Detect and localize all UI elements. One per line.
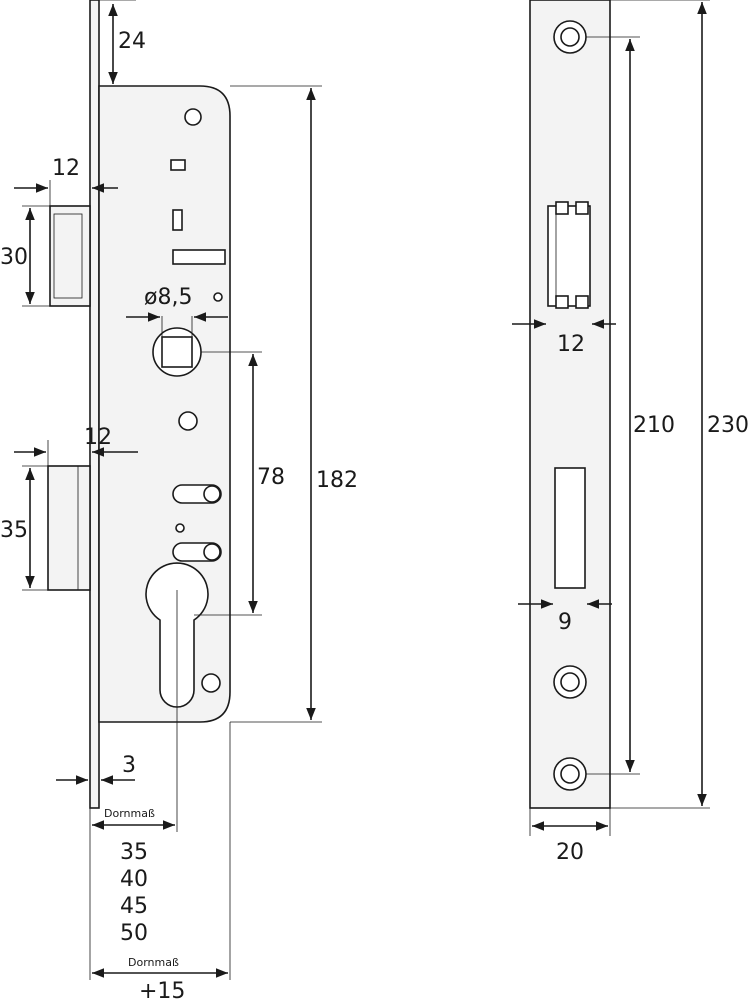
dim-230: 230 [707, 413, 749, 438]
dim-spindle-diameter: ø8,5 [144, 285, 192, 310]
dim-3: 3 [122, 753, 136, 778]
latch-bolt [49, 205, 91, 307]
strike-latch-opening [547, 205, 591, 307]
latch-bolt-inner [53, 213, 83, 299]
case-hole-bottom [201, 673, 221, 693]
dim-strike-12: 12 [557, 332, 585, 357]
backset-value-45: 45 [120, 894, 148, 919]
dim-latch-12: 12 [52, 156, 80, 181]
case-pin-small [213, 292, 223, 302]
spindle-square [161, 336, 193, 368]
dim-bolt-12: 12 [84, 425, 112, 450]
strike-plate-view: 12 9 210 230 20 [512, 0, 749, 865]
dead-bolt [47, 465, 91, 591]
dim-30: 30 [0, 245, 28, 270]
strike-latch-tab-top [555, 201, 569, 215]
backset-plus-value: +15 [139, 979, 185, 1000]
backset-value-35: 35 [120, 840, 148, 865]
strike-screw-bottom-inner [560, 764, 580, 784]
dim-210: 210 [633, 413, 675, 438]
case-slot-horizontal [172, 249, 226, 265]
case-slot-small [170, 159, 186, 171]
case-hole-top [184, 108, 202, 126]
case-slot-upper-end [203, 485, 221, 503]
dim-strike-9: 9 [558, 610, 572, 635]
strike-screw-middle-inner [560, 672, 580, 692]
backset-value-40: 40 [120, 867, 148, 892]
strike-screw-top-inner [560, 27, 580, 47]
lock-faceplate [89, 0, 100, 809]
backset-value-50: 50 [120, 921, 148, 946]
strike-latch-tab-bottom-right [575, 295, 589, 309]
backset-plus-label: Dornmaß [128, 956, 179, 969]
strike-latch-tab-bottom [555, 295, 569, 309]
strike-latch-tab-top-right [575, 201, 589, 215]
dim-24: 24 [118, 29, 146, 54]
lock-case [98, 85, 231, 723]
dim-35: 35 [0, 518, 28, 543]
strike-bolt-opening [554, 467, 586, 589]
mortise-lock-view: 24 12 30 ø8,5 78 182 12 35 3 Dornmaß 35 [0, 0, 358, 1000]
dim-182: 182 [316, 468, 358, 493]
dim-78: 78 [257, 465, 285, 490]
case-pin-tiny [175, 523, 185, 533]
case-slot-lower-end [203, 543, 221, 561]
case-slot-vertical [172, 209, 183, 231]
case-hole-middle [178, 411, 198, 431]
backset-label: Dornmaß [104, 807, 155, 820]
dim-20: 20 [556, 840, 584, 865]
